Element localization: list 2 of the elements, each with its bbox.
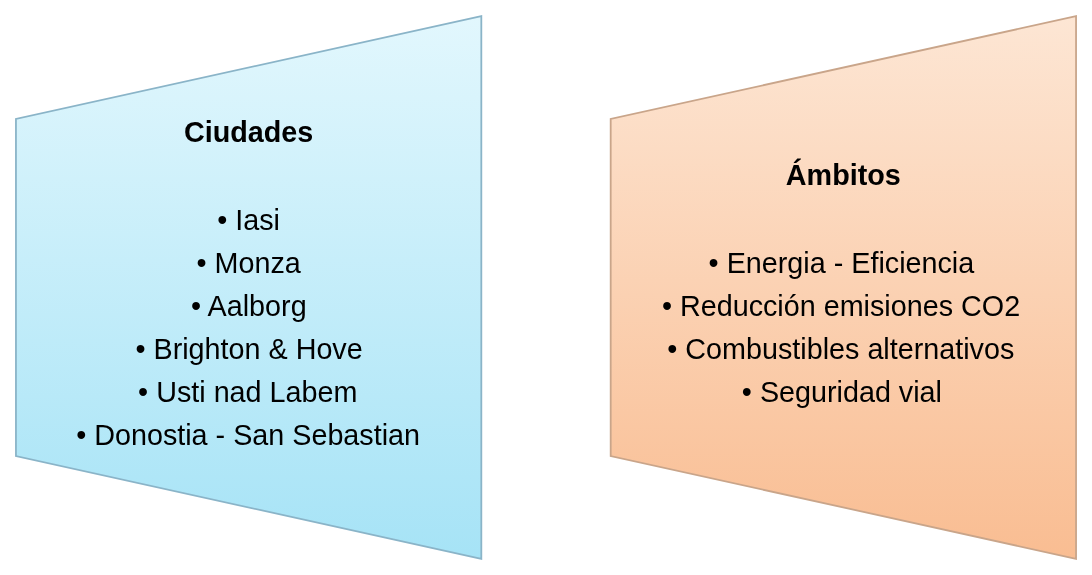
node-box: Ámbitos • Energia - Eficiencia • Reducción emisiones CO2 • Combustibles alternativos • Seguridad vial [609, 15, 1077, 560]
node-box: Ciudades • Iasi • Monza • Aalborg • Brighton & Hove • Usti nad Labem • Donostia - San Sebastian [15, 15, 483, 560]
